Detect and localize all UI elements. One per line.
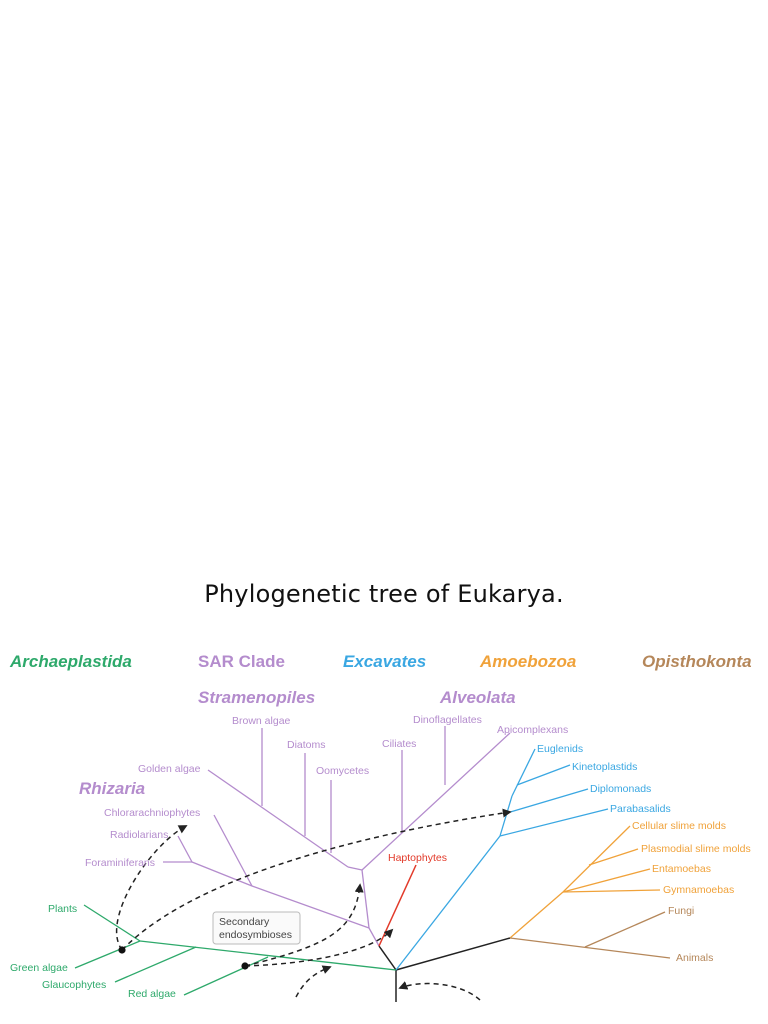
arrow-green-to-rhizaria [115,825,188,951]
label-haptophytes: Haptophytes [388,852,447,864]
group-rhizaria: Rhizaria [79,779,145,798]
label-radiolarians: Radiolarians [110,829,168,841]
label-diatoms: Diatoms [287,739,326,751]
arrow-red-to-stramenopiles [244,883,364,967]
label-plants: Plants [48,903,77,915]
legend-line-2: endosymbioses [219,929,292,941]
endosymbiosis-arrows [115,808,512,1001]
group-archaeplastida: Archaeplastida [9,652,132,671]
trunk-branches [378,937,511,1002]
label-entamoebas: Entamoebas [652,863,711,875]
label-plasmodial-slime-molds: Plasmodial slime molds [641,843,751,855]
phylogenetic-tree-diagram: Archaeplastida SAR Clade Excavates Amoeb… [9,652,752,1002]
label-diplomonads: Diplomonads [590,783,651,795]
label-gymnamoebas: Gymnamoebas [663,884,734,896]
label-golden-algae: Golden algae [138,763,201,775]
legend-line-1: Secondary [219,916,270,928]
amoebozoa-branches [509,825,661,939]
arrow-red-to-haptophytes [244,928,394,967]
label-apicomplexans: Apicomplexans [497,724,568,736]
label-kinetoplastids: Kinetoplastids [572,761,637,773]
label-oomycetes: Oomycetes [316,765,369,777]
label-ciliates: Ciliates [382,738,416,750]
group-amoebozoa: Amoebozoa [479,652,576,671]
arrow-lower-left [295,965,332,998]
label-dinoflagellates: Dinoflagellates [413,714,482,726]
label-animals: Animals [676,952,713,964]
label-green-algae: Green algae [10,962,68,974]
arrow-green-to-excavates [121,808,512,951]
page-title: Phylogenetic tree of Eukarya. [204,580,564,608]
haptophytes-branch [378,864,417,947]
endosymbiosis-origin-red [241,962,249,970]
opisthokonta-branches [509,911,671,959]
label-euglenids: Euglenids [537,743,583,755]
label-brown-algae: Brown algae [232,715,291,727]
group-excavates: Excavates [343,652,426,671]
label-parabasalids: Parabasalids [610,803,671,815]
group-stramenopiles: Stramenopiles [198,688,315,707]
arrow-primary-endosymbiosis [398,981,481,1001]
sar-branches [163,726,511,947]
label-fungi: Fungi [668,905,694,917]
group-alveolata: Alveolata [439,688,516,707]
label-chlorarachniophytes: Chlorarachniophytes [104,807,200,819]
endosymbiosis-origin-green [118,946,126,954]
legend-box: Secondary endosymbioses [212,911,301,945]
label-red-algae: Red algae [128,988,176,1000]
label-cellular-slime-molds: Cellular slime molds [632,820,726,832]
label-foraminiferans: Foraminiferans [85,857,155,869]
group-opisthokonta: Opisthokonta [642,652,752,671]
label-glaucophytes: Glaucophytes [42,979,106,991]
group-sar-clade: SAR Clade [198,652,285,671]
